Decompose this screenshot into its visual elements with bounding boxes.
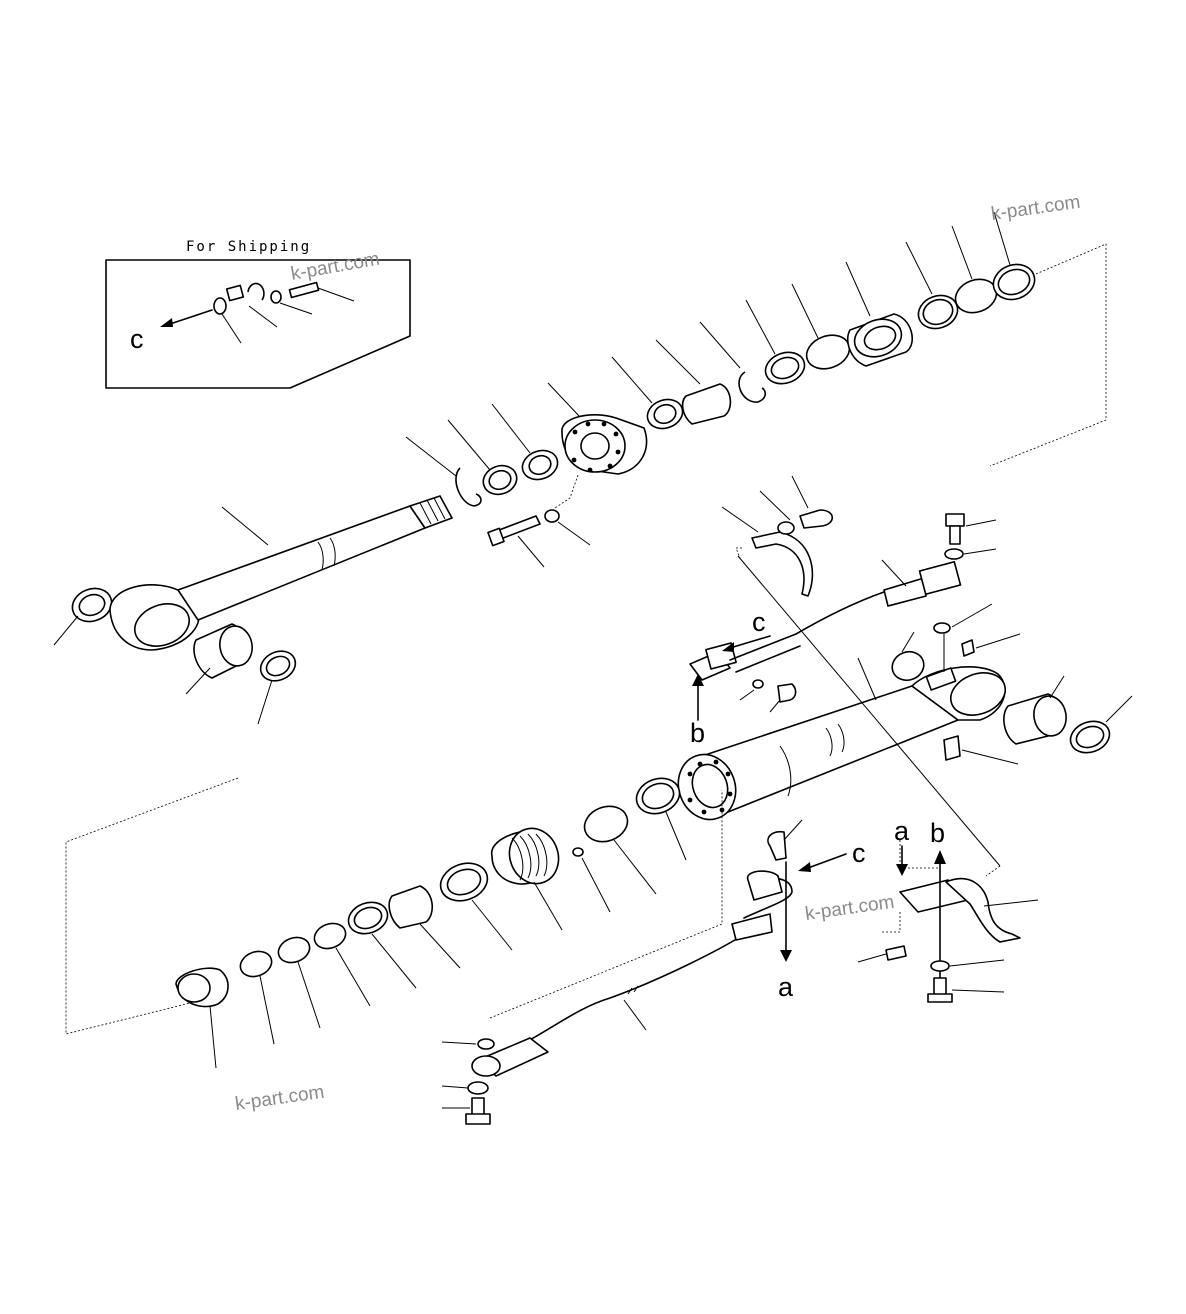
watermark-2: k-part.com <box>990 192 1082 225</box>
ref-a-lower: a <box>778 972 794 1002</box>
watermark-3: k-part.com <box>804 892 896 925</box>
ref-c-mid: c <box>752 607 766 637</box>
piping-assembly: c b a c <box>441 475 1039 1125</box>
shipping-inset: For Shipping c <box>105 239 411 389</box>
ref-a-right: a <box>894 816 910 846</box>
watermarks: k-part.com k-part.com k-part.com k-part.… <box>234 192 1082 1115</box>
shipping-title: For Shipping <box>186 239 311 255</box>
ref-c-lower: c <box>852 838 866 868</box>
ref-b-right: b <box>930 818 945 848</box>
ref-b-mid: b <box>690 718 705 748</box>
piston-rod-assembly <box>53 211 1107 725</box>
watermark-4: k-part.com <box>234 1082 326 1115</box>
cylinder-tube-assembly <box>65 603 1133 1069</box>
shipping-ref-c: c <box>130 324 144 354</box>
